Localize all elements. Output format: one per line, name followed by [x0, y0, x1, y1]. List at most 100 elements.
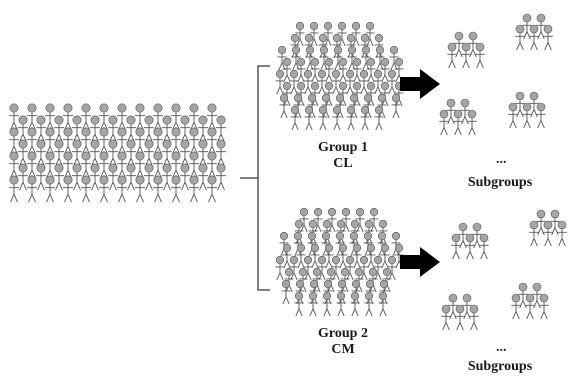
- stick-figure-icon: [352, 57, 362, 83]
- right-arrow-icon-group-2: [400, 247, 440, 277]
- stick-figure-icon: [180, 115, 190, 143]
- stick-figure-icon: [171, 151, 181, 179]
- stick-figure-icon: [108, 139, 118, 167]
- stick-figure-icon: [472, 222, 482, 249]
- stick-figure-icon: [72, 115, 82, 143]
- stick-figure-icon: [394, 243, 404, 269]
- stick-figure-icon: [360, 105, 370, 131]
- group-2-name: Group 2: [318, 326, 368, 341]
- group-1-label: Group 1 CL: [308, 140, 378, 172]
- stick-figure-icon: [331, 69, 341, 95]
- stick-figure-icon: [448, 293, 458, 320]
- stick-figure-icon: [375, 45, 385, 71]
- stick-figure-icon: [363, 231, 373, 257]
- stick-figure-icon: [303, 255, 313, 281]
- stick-figure-icon: [153, 151, 163, 179]
- stick-figure-icon: [290, 105, 300, 131]
- stick-figure-icon: [298, 267, 308, 293]
- stick-figure-icon: [394, 57, 404, 83]
- group-2-label: Group 2 CM: [308, 326, 378, 358]
- stick-figure-icon: [465, 233, 475, 260]
- stick-figure-icon: [374, 105, 384, 131]
- stick-figure-icon: [468, 31, 478, 58]
- stick-figure-icon: [366, 81, 376, 107]
- stick-figure-icon: [317, 69, 327, 95]
- stick-figure-icon: [45, 151, 55, 179]
- stick-figure-icon: [365, 21, 375, 47]
- stick-figure-icon: [99, 103, 109, 131]
- stick-figure-icon: [310, 243, 320, 269]
- stick-figure-icon: [332, 33, 342, 59]
- stick-figure-icon: [45, 127, 55, 155]
- stick-figure-icon: [387, 255, 397, 281]
- stick-figure-icon: [135, 175, 145, 203]
- stick-figure-icon: [373, 255, 383, 281]
- stick-figure-icon: [207, 151, 217, 179]
- stick-figure-icon: [108, 163, 118, 191]
- stick-figure-icon: [352, 243, 362, 269]
- stick-figure-icon: [460, 98, 470, 125]
- stick-figure-icon: [117, 127, 127, 155]
- stick-figure-icon: [511, 293, 521, 320]
- stick-figure-icon: [310, 81, 320, 107]
- subgroups-label-1: Subgroups: [467, 175, 533, 190]
- stick-figure-icon: [391, 231, 401, 257]
- population-crowd: [9, 103, 226, 203]
- stick-figure-icon: [368, 267, 378, 293]
- stick-figure-icon: [475, 42, 485, 69]
- stick-figure-icon: [529, 91, 539, 118]
- stick-figure-icon: [81, 151, 91, 179]
- stick-figure-icon: [331, 255, 341, 281]
- stick-figure-icon: [189, 175, 199, 203]
- stick-figure-icon: [72, 163, 82, 191]
- stick-figure-icon: [81, 127, 91, 155]
- stick-figure-icon: [293, 231, 303, 257]
- stick-figure-icon: [275, 69, 285, 95]
- stick-figure-icon: [536, 209, 546, 236]
- stick-figure-icon: [313, 207, 323, 233]
- stick-figure-icon: [144, 163, 154, 191]
- stick-figure-icon: [293, 93, 303, 119]
- stick-figure-icon: [135, 127, 145, 155]
- stick-figure-icon: [318, 105, 328, 131]
- stick-figure-icon: [366, 243, 376, 269]
- stick-figure-icon: [63, 103, 73, 131]
- stick-figure-icon: [508, 102, 518, 129]
- stick-figure-icon: [321, 231, 331, 257]
- stick-figure-icon: [319, 45, 329, 71]
- stick-figure-icon: [299, 207, 309, 233]
- stick-figure-icon: [347, 45, 357, 71]
- stick-figure-icon: [327, 207, 337, 233]
- stick-figure-icon: [281, 279, 291, 305]
- stick-figure-icon: [144, 115, 154, 143]
- stick-figure-icon: [373, 69, 383, 95]
- group-2-code: CM: [331, 342, 355, 357]
- stick-figure-icon: [366, 57, 376, 83]
- stick-figure-icon: [350, 291, 360, 317]
- stick-figure-icon: [458, 222, 468, 249]
- stick-figure-icon: [282, 243, 292, 269]
- stick-figure-icon: [522, 102, 532, 129]
- subgroups-label-2: Subgroups: [467, 359, 533, 374]
- stick-figure-icon: [282, 57, 292, 83]
- stick-figure-icon: [338, 243, 348, 269]
- stick-figure-icon: [45, 175, 55, 203]
- stick-figure-icon: [550, 209, 560, 236]
- stick-figure-icon: [335, 231, 345, 257]
- stick-figure-icon: [294, 291, 304, 317]
- group-1-code: CL: [333, 156, 353, 171]
- stick-figure-icon: [296, 57, 306, 83]
- stick-figure-icon: [310, 57, 320, 83]
- stick-figure-icon: [63, 151, 73, 179]
- stick-figure-icon: [324, 243, 334, 269]
- stick-figure-icon: [144, 139, 154, 167]
- stick-figure-icon: [352, 81, 362, 107]
- stick-figure-icon: [54, 115, 64, 143]
- group-1-subgroups: [439, 13, 553, 136]
- stick-figure-icon: [126, 115, 136, 143]
- stick-figure-icon: [349, 231, 359, 257]
- stick-figure-icon: [27, 103, 37, 131]
- stick-figure-icon: [469, 304, 479, 331]
